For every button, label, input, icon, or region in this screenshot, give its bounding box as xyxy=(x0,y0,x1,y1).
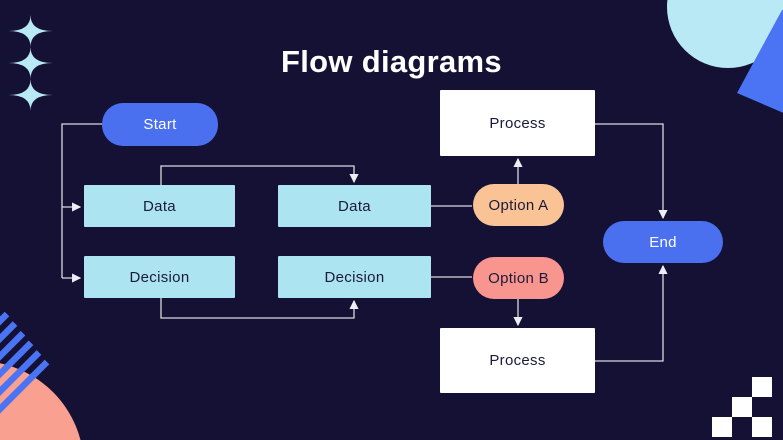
flow-node-option-b: Option B xyxy=(473,257,564,299)
checkerboard-icon xyxy=(712,377,772,437)
flow-node-end: End xyxy=(603,221,723,263)
connector-start-trunk xyxy=(61,123,102,278)
flow-node-data-left: Data xyxy=(84,185,235,227)
triangle-top-right xyxy=(737,10,783,113)
circle-bottom-left xyxy=(0,363,81,440)
circle-top-right xyxy=(667,0,783,68)
flow-node-decision-left: Decision xyxy=(84,256,235,298)
diagonal-stripes-icon xyxy=(0,311,50,414)
connector-decision-to-decision xyxy=(160,298,359,319)
flow-node-decision-right: Decision xyxy=(278,256,431,298)
flow-node-data-right: Data xyxy=(278,185,431,227)
connector-process-bottom-to-end xyxy=(595,264,668,362)
connector-process-top-to-end xyxy=(595,123,668,220)
flow-node-process-top: Process xyxy=(440,90,595,156)
flow-node-option-a: Option A xyxy=(473,184,564,226)
star-chain-icon xyxy=(8,15,53,111)
flow-node-start: Start xyxy=(102,103,218,146)
flow-node-process-bottom: Process xyxy=(440,328,595,393)
slide-title: Flow diagrams xyxy=(281,44,502,79)
connector-data-to-data xyxy=(160,165,359,185)
